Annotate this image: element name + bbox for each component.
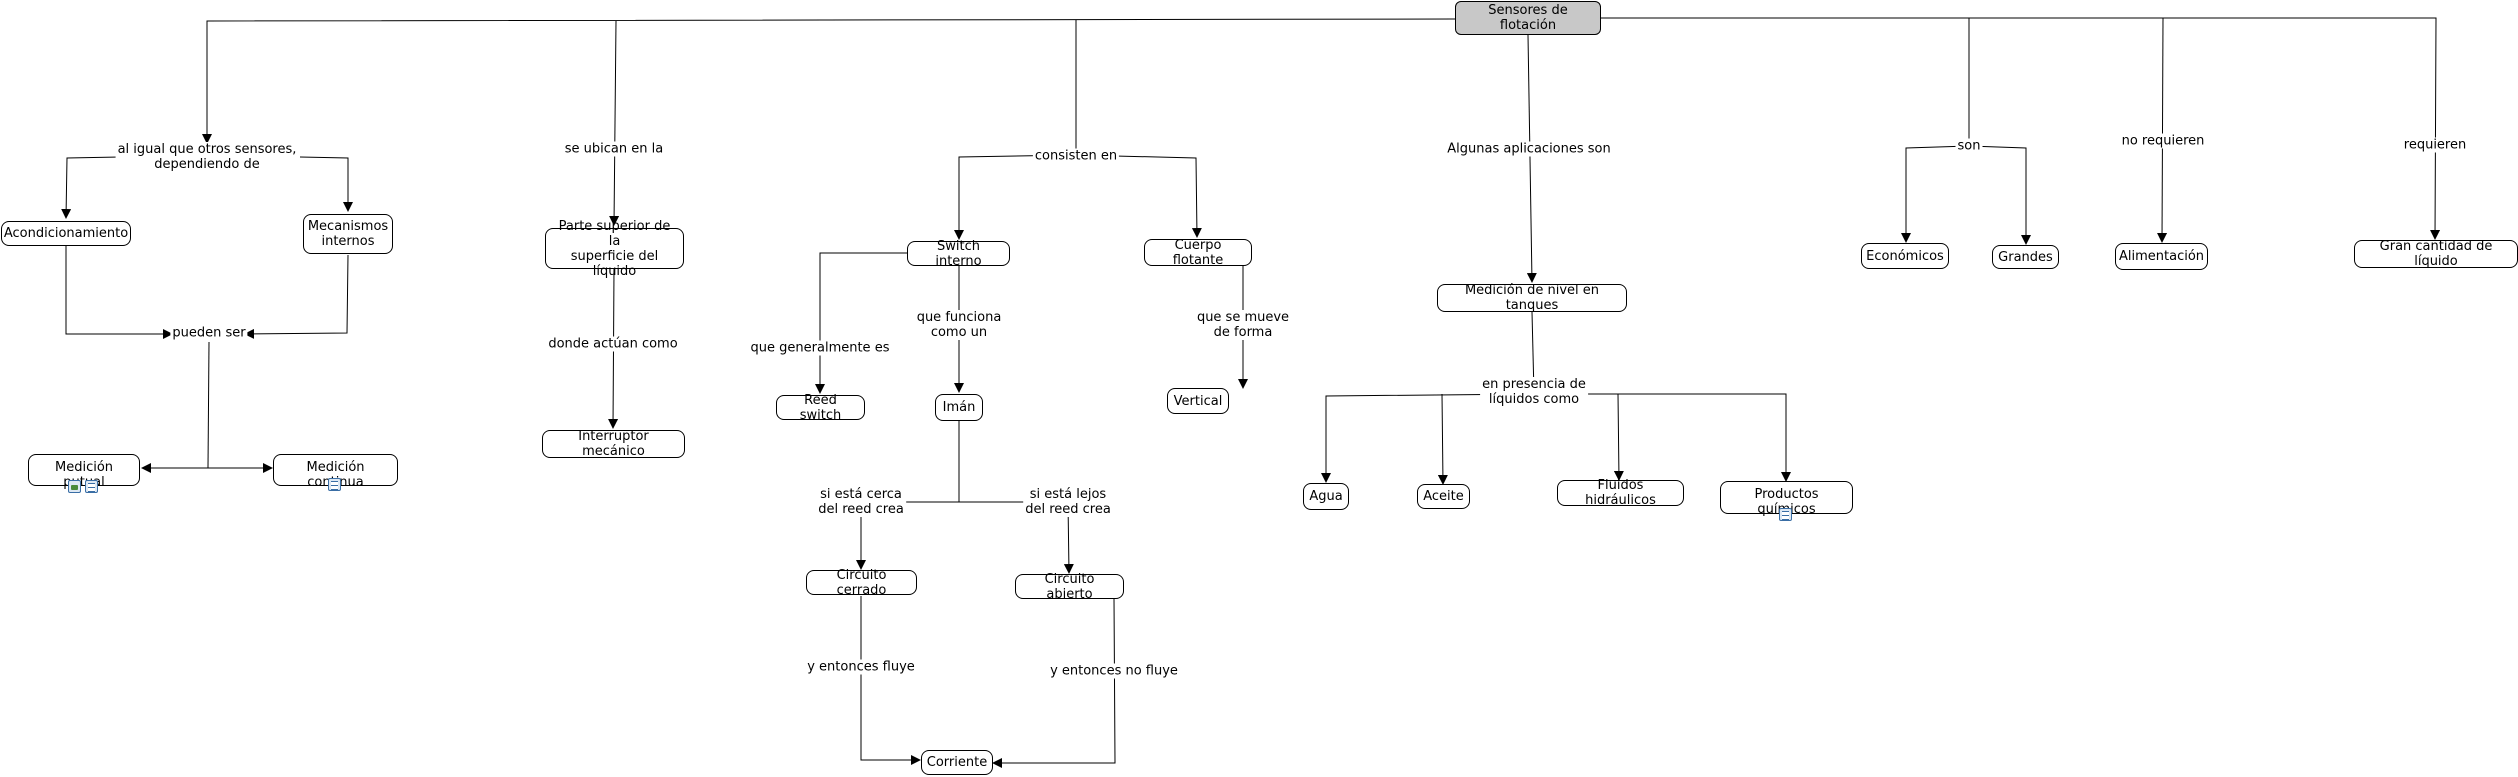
link-label-funciona: que funciona como un bbox=[914, 310, 1004, 340]
document-icon[interactable] bbox=[1779, 508, 1792, 521]
link-label-se-ubican: se ubican en la bbox=[562, 141, 666, 157]
node-iman[interactable]: Imán bbox=[935, 394, 983, 421]
link-label-fluye: y entonces fluye bbox=[805, 659, 917, 675]
link-label-requieren: requieren bbox=[2401, 137, 2469, 153]
node-grandes[interactable]: Grandes bbox=[1992, 245, 2059, 269]
node-cuerpo-flotante[interactable]: Cuerpo flotante bbox=[1144, 238, 1252, 268]
link-label-donde-actuan: donde actúan como bbox=[546, 336, 680, 352]
link-label-pueden-ser: pueden ser bbox=[170, 325, 248, 341]
link-label-aplicaciones: Algunas aplicaciones son bbox=[1445, 141, 1613, 157]
link-label-no-fluye: y entonces no fluye bbox=[1048, 663, 1180, 679]
link-label-son: son bbox=[1955, 138, 1983, 154]
node-medicion-nivel-tanques[interactable]: Medición de nivel en tanques bbox=[1437, 283, 1627, 313]
node-mecanismos-internos[interactable]: Mecanismos internos bbox=[303, 214, 393, 254]
node-acondicionamiento[interactable]: Acondicionamiento bbox=[1, 221, 131, 246]
node-fluidos-hidraulicos[interactable]: Fluidos hidráulicos bbox=[1557, 478, 1684, 508]
link-label-lejos: si está lejos del reed crea bbox=[1023, 487, 1113, 517]
image-icon[interactable] bbox=[68, 480, 81, 493]
link-label-consisten-en: consisten en bbox=[1032, 148, 1120, 164]
node-vertical[interactable]: Vertical bbox=[1167, 388, 1229, 414]
document-icon[interactable] bbox=[85, 480, 98, 493]
node-switch-interno[interactable]: Switch interno bbox=[907, 239, 1010, 269]
node-agua[interactable]: Agua bbox=[1303, 483, 1349, 510]
node-parte-superior[interactable]: Parte superior de la superficie del líqu… bbox=[545, 219, 684, 279]
link-label-cerca: si está cerca del reed crea bbox=[816, 487, 906, 517]
node-interruptor-mecanico[interactable]: Interruptor mecánico bbox=[542, 429, 685, 459]
node-alimentacion[interactable]: Alimentación bbox=[2115, 243, 2208, 270]
document-icon[interactable] bbox=[328, 478, 341, 491]
node-economicos[interactable]: Económicos bbox=[1861, 243, 1949, 269]
link-label-presencia: en presencia de líquidos como bbox=[1480, 377, 1588, 407]
node-gran-cantidad-liquido[interactable]: Gran cantidad de líquido bbox=[2354, 239, 2518, 269]
node-reed-switch[interactable]: Reed switch bbox=[776, 393, 865, 423]
node-corriente[interactable]: Corriente bbox=[921, 750, 993, 775]
link-label-se-mueve: que se mueve de forma bbox=[1194, 310, 1292, 340]
node-aceite[interactable]: Aceite bbox=[1417, 484, 1470, 509]
node-medicion-puntual[interactable]: Medición putual bbox=[28, 454, 140, 490]
link-label-no-requieren: no requieren bbox=[2119, 133, 2207, 149]
link-label-al-igual: al igual que otros sensores, dependiendo… bbox=[115, 142, 299, 172]
node-circuito-abierto[interactable]: Circuito abierto bbox=[1015, 572, 1124, 602]
node-sensores-de-flotacion[interactable]: Sensores de flotación bbox=[1455, 1, 1601, 35]
link-label-generalmente: que generalmente es bbox=[748, 340, 892, 356]
node-circuito-cerrado[interactable]: Circuito cerrado bbox=[806, 568, 917, 598]
